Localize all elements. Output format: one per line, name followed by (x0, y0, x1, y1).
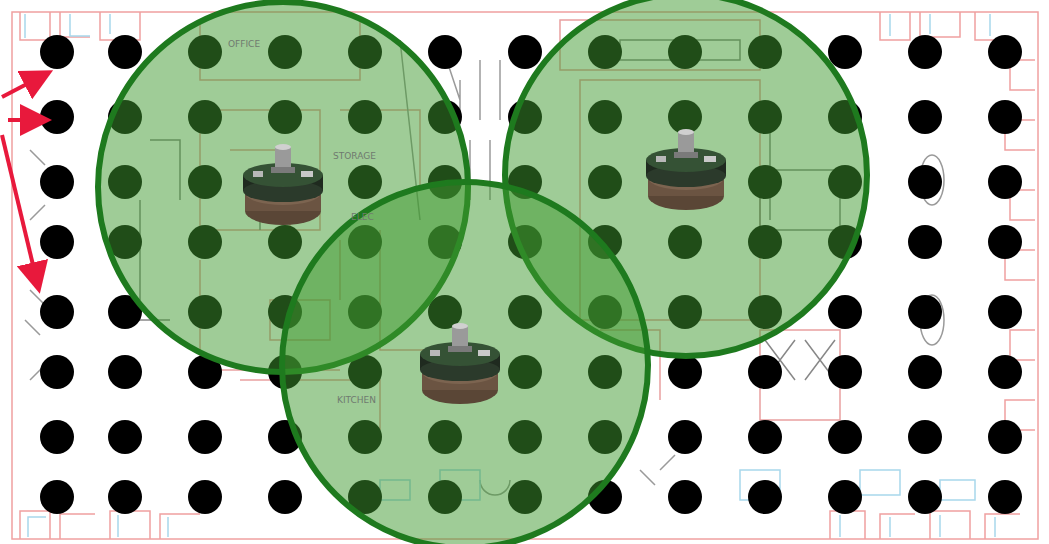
room-label: STORAGE (333, 152, 376, 161)
grid-point (188, 420, 222, 454)
grid-point (908, 35, 942, 69)
grid-point (908, 355, 942, 389)
coverage-circles (98, 0, 867, 544)
grid-point (988, 355, 1022, 389)
grid-point (828, 35, 862, 69)
grid-point (988, 100, 1022, 134)
pointer-arrow (2, 135, 38, 286)
grid-point (988, 295, 1022, 329)
grid-point (908, 420, 942, 454)
sensor-node (646, 129, 726, 210)
grid-point (268, 480, 302, 514)
grid-point (988, 420, 1022, 454)
grid-point (748, 420, 782, 454)
grid-point (748, 480, 782, 514)
grid-point (988, 480, 1022, 514)
grid-point (40, 480, 74, 514)
grid-point (668, 480, 702, 514)
grid-point (908, 480, 942, 514)
grid-point (828, 480, 862, 514)
grid-point (828, 295, 862, 329)
grid-point (748, 355, 782, 389)
grid-point (508, 35, 542, 69)
grid-point (988, 165, 1022, 199)
grid-point (668, 420, 702, 454)
grid-point (40, 35, 74, 69)
grid-point (908, 100, 942, 134)
grid-point (988, 35, 1022, 69)
grid-point (908, 165, 942, 199)
grid-point (828, 355, 862, 389)
grid-point (40, 225, 74, 259)
sensor-nodes (243, 129, 726, 404)
room-label: KITCHEN (337, 396, 376, 405)
grid-point (108, 420, 142, 454)
grid-point (828, 420, 862, 454)
grid-point (908, 225, 942, 259)
pointer-arrow (2, 74, 46, 97)
grid-point (40, 420, 74, 454)
grid-point (40, 295, 74, 329)
room-label: ELEC (351, 213, 374, 222)
red-arrows (2, 74, 46, 286)
grid-point (988, 225, 1022, 259)
grid-point (108, 480, 142, 514)
grid-point (908, 295, 942, 329)
coverage-circle (282, 182, 648, 544)
grid-point (188, 480, 222, 514)
grid-point (668, 355, 702, 389)
room-label: OFFICE (228, 40, 260, 49)
sensor-node (420, 323, 500, 404)
sensor-node (243, 144, 323, 225)
grid-point (108, 355, 142, 389)
grid-point (428, 35, 462, 69)
grid-point (40, 165, 74, 199)
grid-point (108, 35, 142, 69)
pointer-arrow (8, 118, 44, 122)
grid-point (40, 100, 74, 134)
grid-point (40, 355, 74, 389)
